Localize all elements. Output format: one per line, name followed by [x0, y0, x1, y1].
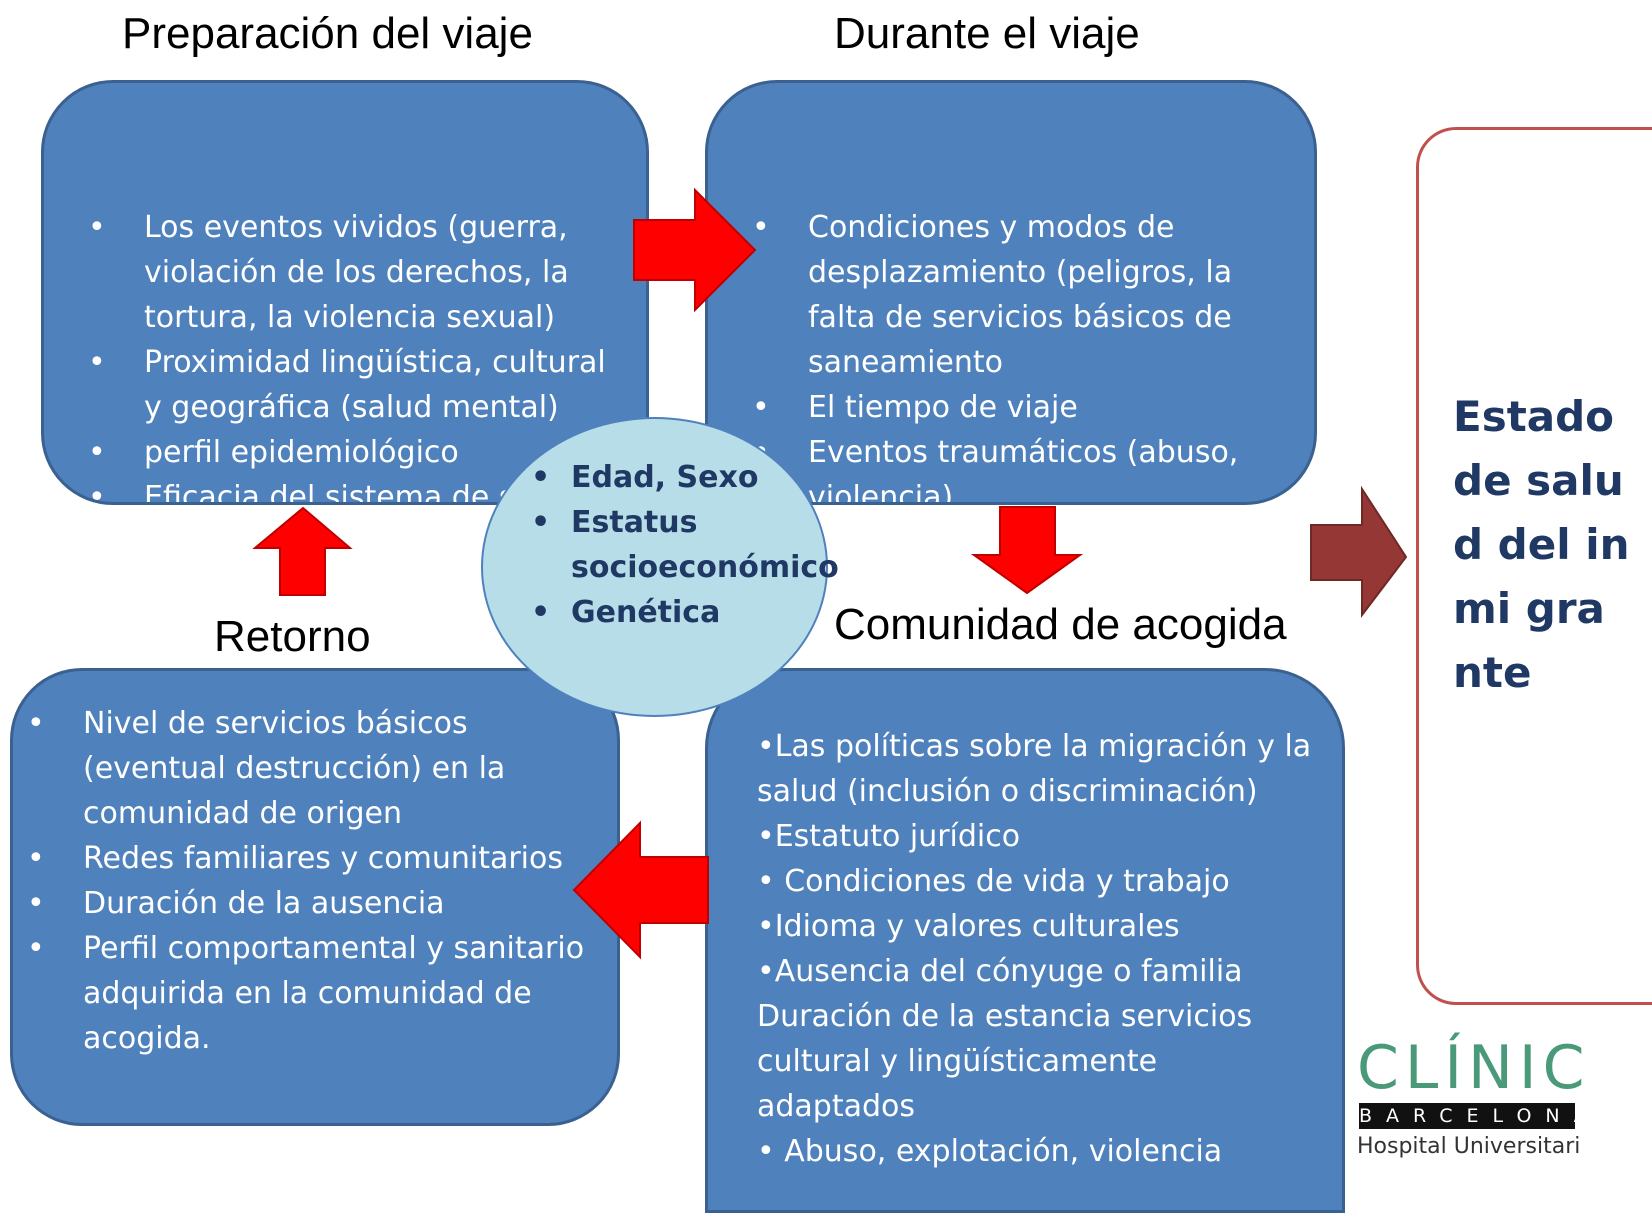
list-item: • Condiciones de vida y trabajo	[757, 864, 1230, 899]
box-preparacion: Los eventos vividos (guerra, violación d…	[41, 80, 649, 505]
list-item: Los eventos vividos (guerra, violación d…	[44, 205, 626, 340]
list-retorno: Nivel de servicios básicos (eventual des…	[13, 701, 587, 1061]
list-item: Condiciones y modos de desplazamiento (p…	[708, 205, 1294, 385]
center-item-estatus: Estatus socioeconómico	[531, 500, 839, 590]
list-item: •Ausencia del cónyuge o familia Duración…	[757, 954, 1253, 1124]
title-comunidad: Comunidad de acogida	[834, 600, 1287, 649]
arrow-down-icon	[970, 506, 1084, 595]
list-preparacion: Los eventos vividos (guerra, violación d…	[44, 205, 626, 502]
list-durante: Condiciones y modos de desplazamiento (p…	[708, 205, 1294, 502]
title-retorno: Retorno	[214, 612, 371, 661]
center-item-genetica: Genética	[531, 590, 781, 635]
list-item: Eficacia del sistema de salud	[44, 475, 626, 502]
list-comunidad: •Las políticas sobre la migración y la s…	[757, 724, 1322, 1174]
list-item: Proximidad lingüística, cultural y geogr…	[44, 340, 626, 430]
center-factors: Edad, Sexo Estatus socioeconómico Genéti…	[481, 417, 839, 717]
list-item: • Abuso, explotación, violencia	[757, 1134, 1223, 1169]
list-item: •Las políticas sobre la migración y la s…	[757, 729, 1312, 809]
arrow-right-icon	[633, 187, 757, 313]
status-label: Estado de salud del inmi grante	[1453, 392, 1630, 697]
list-item: El tiempo de viaje	[708, 385, 1294, 430]
logo-barcelona: BARCELONA	[1359, 1103, 1601, 1129]
box-retorno: Nivel de servicios básicos (eventual des…	[10, 668, 620, 1126]
center-item-edad: Edad, Sexo	[531, 455, 781, 500]
list-item: Perfil comportamental y sanitario adquir…	[13, 926, 587, 1061]
list-item: Redes familiares y comunitarios	[13, 836, 587, 881]
status-box: Estado de salud del inmi grante	[1416, 127, 1652, 1005]
list-item: •Estatuto jurídico	[757, 819, 1021, 854]
title-durante: Durante el viaje	[834, 9, 1140, 58]
arrow-left-icon	[572, 820, 709, 960]
arrow-up-icon	[252, 506, 353, 596]
list-item: Nivel de servicios básicos (eventual des…	[13, 701, 587, 836]
list-item: Eventos traumáticos (abuso, violencia)	[708, 430, 1294, 502]
logo-clinic: CLÍNIC	[1357, 1033, 1591, 1103]
status-arrow-icon	[1310, 485, 1408, 618]
logo-hospital: Hospital Universitari	[1357, 1134, 1581, 1159]
list-item: perfil epidemiológico	[44, 430, 626, 475]
center-list: Edad, Sexo Estatus socioeconómico Genéti…	[531, 455, 839, 635]
box-comunidad: •Las políticas sobre la migración y la s…	[705, 668, 1345, 1213]
list-item: Duración de la ausencia	[13, 881, 587, 926]
title-preparacion: Preparación del viaje	[122, 9, 533, 58]
list-item: •Idioma y valores culturales	[757, 909, 1180, 944]
